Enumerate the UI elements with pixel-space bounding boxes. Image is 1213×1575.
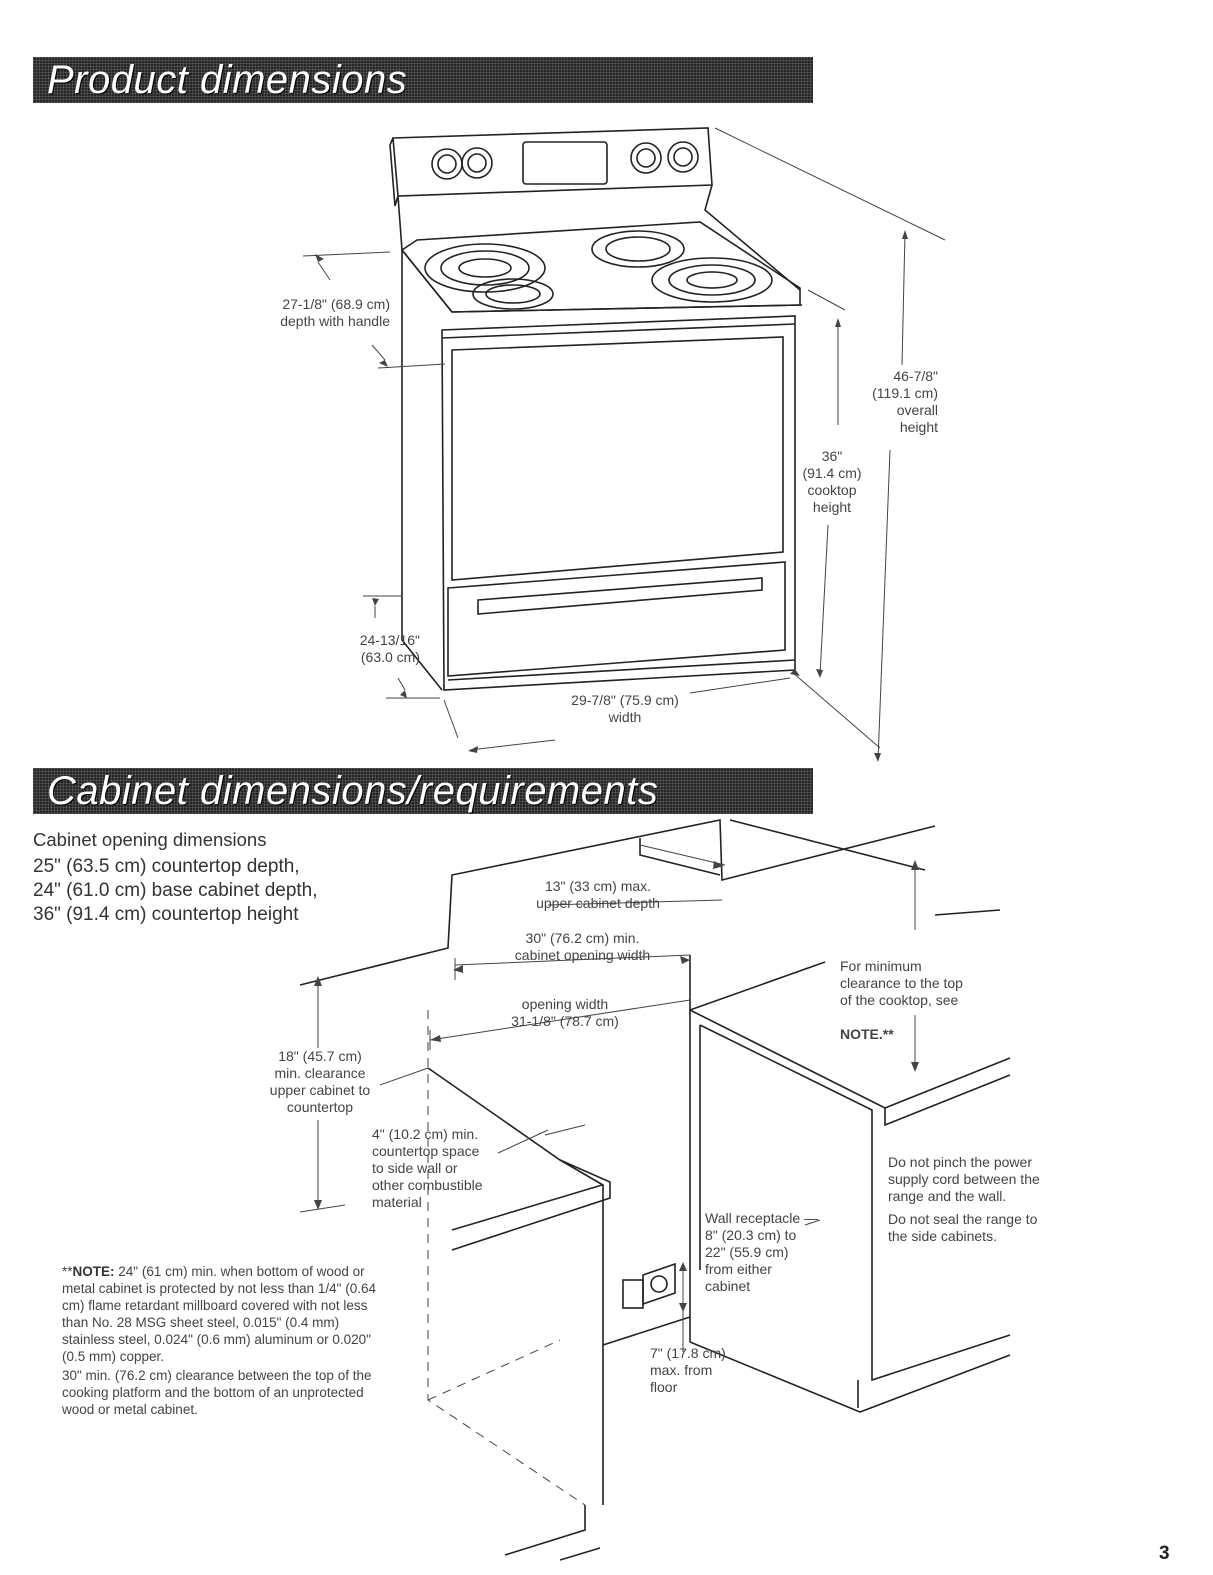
cabinet-intro-line: 25" (63.5 cm) countertop depth, — [33, 856, 300, 877]
section-title-product: Product dimensions — [47, 58, 408, 102]
min-clearance-text: For minimum clearance to the top of the … — [840, 958, 963, 1008]
wall-receptacle-label: Wall receptacle — 8" (20.3 cm) to 22" (5… — [705, 1210, 819, 1294]
cabinet-dimensions-banner: Cabinet dimensions/requirements — [33, 768, 813, 814]
cooktop-height-label: 36" (91.4 cm) cooktop height — [802, 448, 862, 515]
cabinet-intro-line: 24" (61.0 cm) base cabinet depth, — [33, 880, 318, 901]
footnote-heading: NOTE: — [72, 1264, 115, 1279]
footnote-body: 24" (61 cm) min. when bottom of wood or … — [62, 1264, 376, 1364]
cabinet-intro: Cabinet opening dimensions 25" (63.5 cm)… — [33, 829, 393, 927]
overall-height-label: 46-7/8" (119.1 cm) overall height — [872, 368, 938, 435]
opening-min-width-label: 30" (76.2 cm) min. cabinet opening width — [514, 930, 651, 963]
footnote-marker: ** — [62, 1264, 73, 1279]
pinch-warning: Do not pinch the power supply cord betwe… — [888, 1154, 1040, 1204]
min-clearance-label: For minimum clearance to the top of the … — [840, 941, 1000, 1043]
footnote-paragraph: **NOTE: 24" (61 cm) min. when bottom of … — [62, 1263, 392, 1365]
cabinet-footnote: **NOTE: 24" (61 cm) min. when bottom of … — [62, 1263, 392, 1420]
upper-clearance-label: 18" (45.7 cm) min. clearance upper cabin… — [269, 1048, 371, 1115]
section-title-cabinet: Cabinet dimensions/requirements — [47, 769, 659, 813]
min-clearance-note-ref: NOTE.** — [840, 1026, 894, 1042]
product-dimensions-banner: Product dimensions — [33, 57, 813, 103]
cabinet-intro-heading: Cabinet opening dimensions — [33, 829, 267, 850]
countertop-space-label: 4" (10.2 cm) min. countertop space to si… — [372, 1126, 483, 1210]
opening-width-label: opening width 31-1/8" (78.7 cm) — [511, 996, 619, 1029]
range-diagram — [302, 127, 946, 762]
width-label: 29-7/8" (75.9 cm) width — [571, 692, 679, 725]
upper-cabinet-depth-label: 13" (33 cm) max. upper cabinet depth — [536, 878, 660, 911]
page-number: 3 — [1159, 1543, 1170, 1564]
footnote-second: 30" min. (76.2 cm) clearance between the… — [62, 1368, 372, 1417]
depth-body-label: 24-13/16" (63.0 cm) — [359, 632, 420, 665]
floor-max-label: 7" (17.8 cm) max. from floor — [650, 1345, 726, 1395]
seal-warning: Do not seal the range to the side cabine… — [888, 1211, 1038, 1244]
depth-with-handle-label: 27-1/8" (68.9 cm) depth with handle — [280, 296, 390, 329]
cabinet-intro-line: 36" (91.4 cm) countertop height — [33, 904, 299, 925]
